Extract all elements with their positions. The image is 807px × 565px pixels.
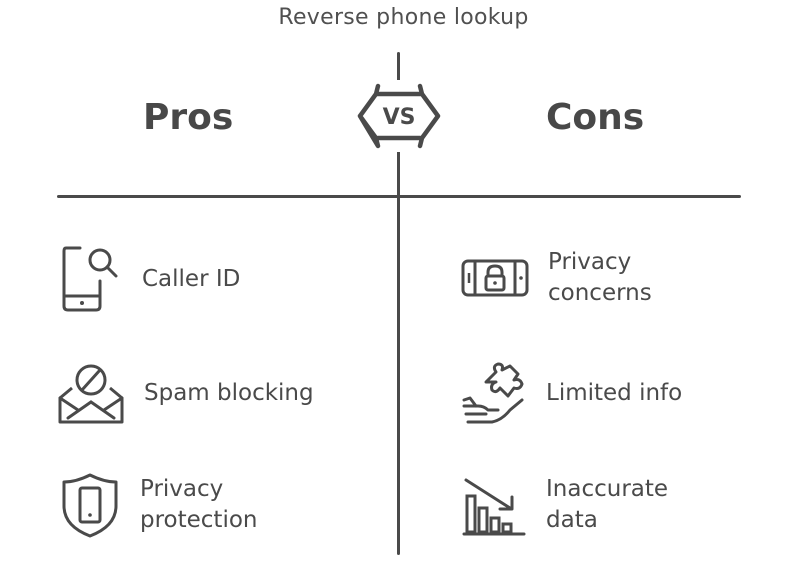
pros-item-caller-id: Caller ID bbox=[58, 244, 240, 314]
declining-chart-icon bbox=[462, 478, 526, 536]
cons-item-label-text: Inaccurate data bbox=[546, 476, 669, 533]
pros-item-label: Caller ID bbox=[142, 265, 241, 292]
cons-item-privacy-concerns: Privacy concerns bbox=[460, 247, 688, 309]
vs-badge-icon: VS bbox=[357, 80, 441, 152]
cons-item-inaccurate-data: Inaccurate data bbox=[462, 472, 696, 538]
phone-search-icon bbox=[62, 246, 118, 312]
hand-puzzle-icon bbox=[462, 362, 524, 424]
cons-item-label: Privacy concerns bbox=[548, 247, 688, 309]
cons-item-limited-info: Limited info bbox=[462, 360, 682, 426]
pros-heading: Pros bbox=[143, 97, 234, 138]
vertical-divider bbox=[397, 52, 400, 555]
diagram-title: Reverse phone lookup bbox=[278, 5, 529, 30]
phone-lock-icon bbox=[461, 259, 529, 297]
vs-label: VS bbox=[383, 105, 416, 130]
horizontal-divider bbox=[57, 195, 741, 198]
pros-item-privacy-protection: Privacy protection bbox=[58, 470, 290, 540]
pros-item-spam-blocking: Spam blocking bbox=[56, 360, 314, 426]
pros-item-label-text: Privacy protection bbox=[140, 476, 258, 533]
cons-item-label: Inaccurate data bbox=[546, 474, 696, 536]
envelope-block-icon bbox=[58, 364, 124, 424]
pros-item-label: Spam blocking bbox=[144, 379, 314, 406]
shield-phone-icon bbox=[62, 473, 118, 538]
cons-item-label: Limited info bbox=[546, 379, 683, 406]
cons-heading: Cons bbox=[546, 97, 645, 138]
cons-item-label-text: Privacy concerns bbox=[548, 249, 652, 306]
pros-item-label: Privacy protection bbox=[140, 474, 290, 536]
